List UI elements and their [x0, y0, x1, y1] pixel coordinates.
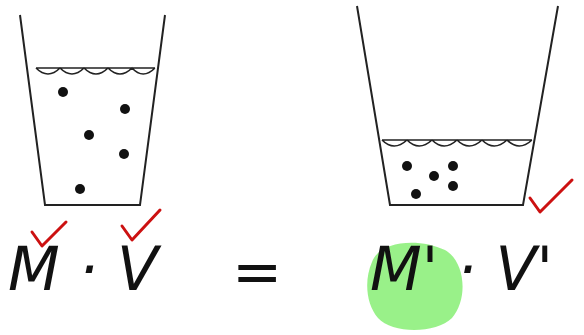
particles [58, 87, 130, 194]
formula-term: M · V [8, 236, 158, 302]
particles [402, 161, 458, 199]
beaker [357, 6, 558, 205]
formula-term: M' · V' [370, 236, 553, 302]
equals-sign: = [232, 238, 282, 304]
beaker [20, 15, 165, 205]
water-line [36, 68, 155, 74]
water-line [382, 140, 532, 146]
